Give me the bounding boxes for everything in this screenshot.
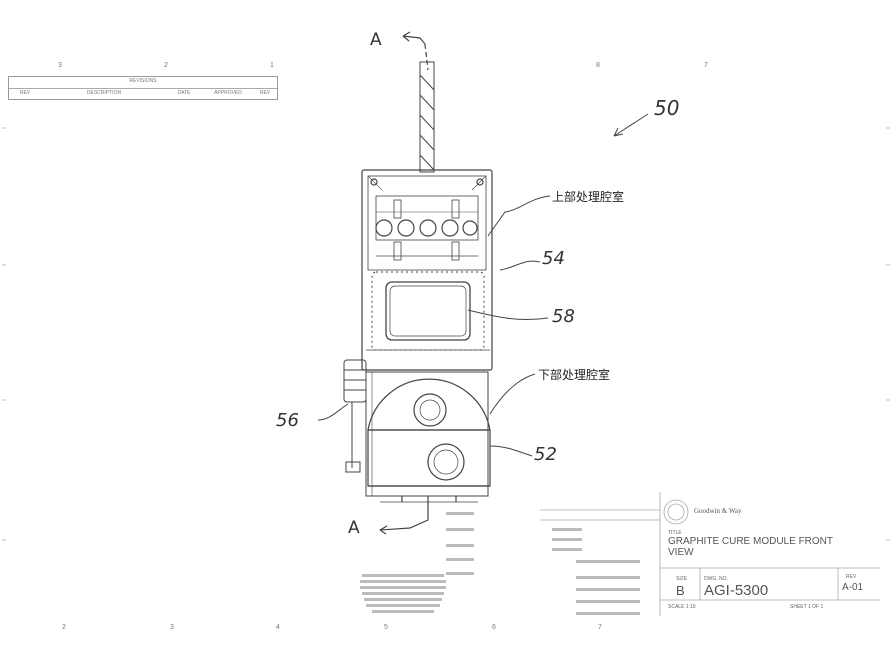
revision-table-header: REVISIONS: [9, 78, 277, 84]
zone-bottom-6: 6: [492, 624, 496, 631]
leader-lines: [318, 114, 648, 456]
side-port: [344, 360, 366, 472]
zone-top-3: 3: [58, 62, 62, 69]
drawing-title-line2: VIEW: [668, 547, 694, 558]
ref-52: 52: [534, 444, 557, 465]
zone-bottom-3: 3: [170, 624, 174, 631]
drawing-number: AGI-5300: [704, 582, 768, 599]
rev-col-approved: APPROVED: [205, 90, 251, 96]
border-ticks: [2, 128, 890, 540]
revision-value: A-01: [842, 582, 863, 593]
scale-value: SCALE 1:10: [668, 604, 696, 610]
ref-54: 54: [542, 248, 565, 269]
size-label: SIZE: [676, 576, 687, 582]
ref-58: 58: [552, 306, 575, 327]
revision-table: REVISIONS REV DESCRIPTION DATE APPROVED …: [8, 76, 278, 100]
rev-col-description: DESCRIPTION: [49, 90, 159, 96]
drawing-title-line1: GRAPHITE CURE MODULE FRONT: [668, 536, 833, 547]
rev-col-date: DATE: [169, 90, 199, 96]
rev-col-rev: REV: [13, 90, 37, 96]
ref-56: 56: [276, 410, 299, 431]
sheet-size: B: [676, 583, 685, 598]
rev-col-rev2: REV: [255, 90, 275, 96]
zone-top-2: 2: [164, 62, 168, 69]
sheet-value: SHEET 1 OF 1: [790, 604, 823, 610]
section-line: [380, 32, 428, 534]
ref-50: 50: [654, 96, 679, 120]
zone-bottom-5: 5: [384, 624, 388, 631]
zone-top-1: 1: [270, 62, 274, 69]
zone-bottom-2: 2: [62, 624, 66, 631]
zone-top-8: 8: [596, 62, 600, 69]
zone-bottom-7: 7: [598, 624, 602, 631]
section-label-top: A: [370, 30, 382, 50]
company-name: Goodwin & Way: [694, 507, 742, 515]
zone-top-7: 7: [704, 62, 708, 69]
callout-lower-chamber: 下部处理腔室: [538, 366, 610, 383]
lower-housing: [366, 372, 490, 502]
vertical-rod: [420, 62, 434, 172]
notes-block: [360, 512, 640, 615]
callout-upper-chamber: 上部处理腔室: [552, 188, 624, 205]
zone-bottom-4: 4: [276, 624, 280, 631]
revision-table-columns: REV DESCRIPTION DATE APPROVED REV: [9, 88, 277, 99]
section-label-bottom: A: [348, 518, 360, 538]
rev-label: REV: [846, 574, 856, 580]
